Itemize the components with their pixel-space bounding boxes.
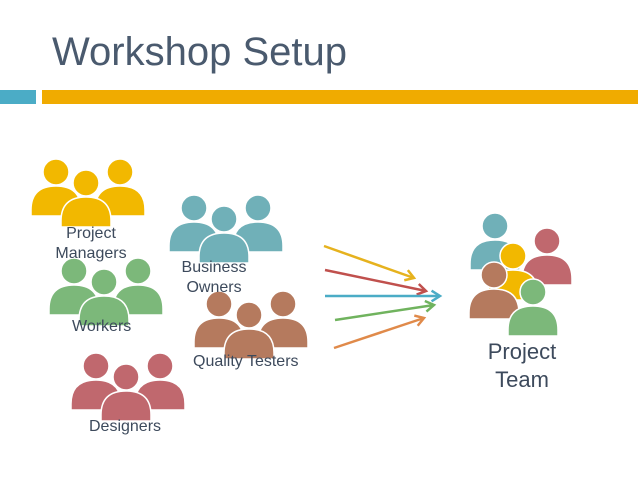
business-owners-group-icon [168,194,284,264]
label-line: Owners [186,279,242,296]
accent-bar [0,90,36,104]
team-member-icon [507,278,559,337]
person-icon [100,363,152,422]
project-team-label: Project Team [472,338,572,394]
arrow [333,316,425,350]
arrow [323,244,415,280]
arrow [334,303,435,322]
arrows-to-team [323,244,443,350]
title-underline-bar [42,90,638,104]
arrowhead [413,314,427,327]
designers-label: Designers [89,418,162,435]
project-managers-label: Project Managers [44,224,138,264]
team-member-icon [521,227,573,286]
arrowhead [430,289,443,303]
arrowhead [424,299,437,313]
arrow [324,268,427,293]
person-icon [78,268,130,327]
label-line: Managers [55,245,127,262]
team-member-icon [468,261,520,320]
page-title: Workshop Setup [52,30,347,74]
arrowhead [403,269,417,282]
business-owners-label: Business Owners [176,258,252,298]
quality-testers-group-icon [193,290,309,360]
label-line: Team [495,367,549,392]
arrowhead [416,283,429,296]
label-line: Project [66,225,116,242]
label-line: Business [181,259,247,276]
quality-testers-label: Quality Testers [193,353,299,370]
designers-group-icon [70,352,186,422]
person-icon [198,205,250,264]
label-line: Project [487,339,557,364]
person-icon [223,301,275,360]
workers-group-icon [48,257,164,327]
project-managers-group-icon [30,158,146,228]
person-icon [60,169,112,228]
workers-label: Workers [72,318,132,335]
project-team-group-icon [468,212,573,337]
